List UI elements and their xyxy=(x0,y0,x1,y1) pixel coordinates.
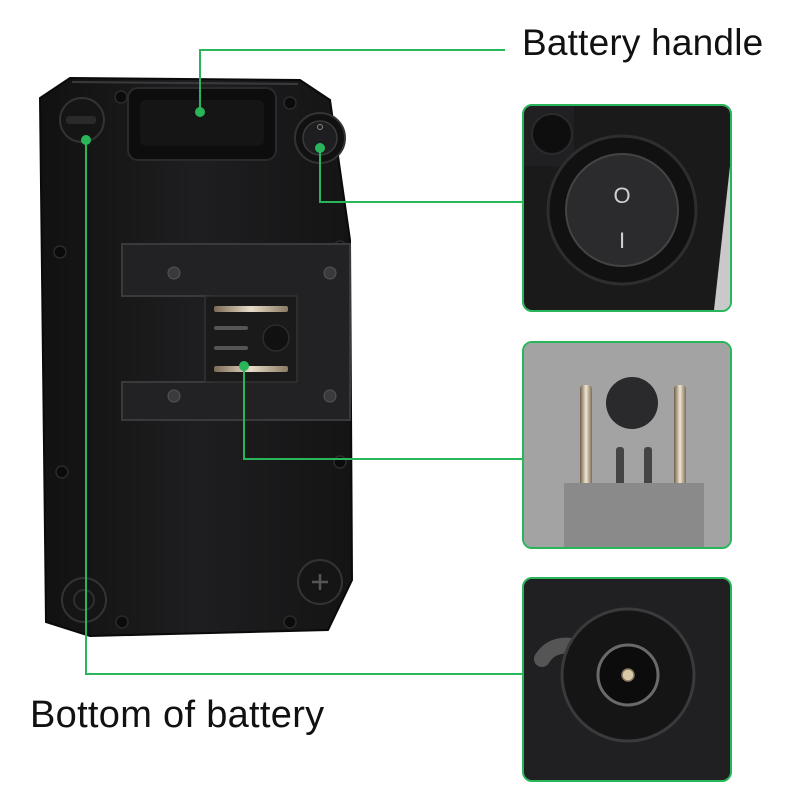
port-closeup-pin xyxy=(621,668,635,682)
leader-line-handle xyxy=(199,49,505,112)
battery-edge-highlight xyxy=(71,81,299,85)
terminal-hole xyxy=(262,324,290,352)
leader-line-bottom xyxy=(85,140,522,675)
leader-dots xyxy=(81,107,325,371)
contacts-closeup-hole xyxy=(606,377,658,429)
switch-closeup-rocker xyxy=(565,153,679,267)
plate-screws xyxy=(167,266,337,403)
rubber-foot-bottom-left xyxy=(61,577,107,623)
leader-lines xyxy=(85,49,522,675)
contacts-closeup-pins xyxy=(580,385,686,503)
bottom-of-battery-label: Bottom of battery xyxy=(30,694,325,736)
battery-body xyxy=(38,76,354,638)
contacts-closeup-panel xyxy=(522,341,732,549)
switch-on-mark: I xyxy=(619,228,625,253)
port-closeup-panel xyxy=(522,577,732,782)
leader-line-contacts xyxy=(243,366,522,460)
switch-off-mark: O xyxy=(613,183,630,208)
battery-handle-label: Battery handle xyxy=(522,22,764,63)
leader-line-switch xyxy=(319,148,522,203)
switch-closeup-panel: O I xyxy=(522,104,732,312)
contact-pins xyxy=(214,306,288,372)
